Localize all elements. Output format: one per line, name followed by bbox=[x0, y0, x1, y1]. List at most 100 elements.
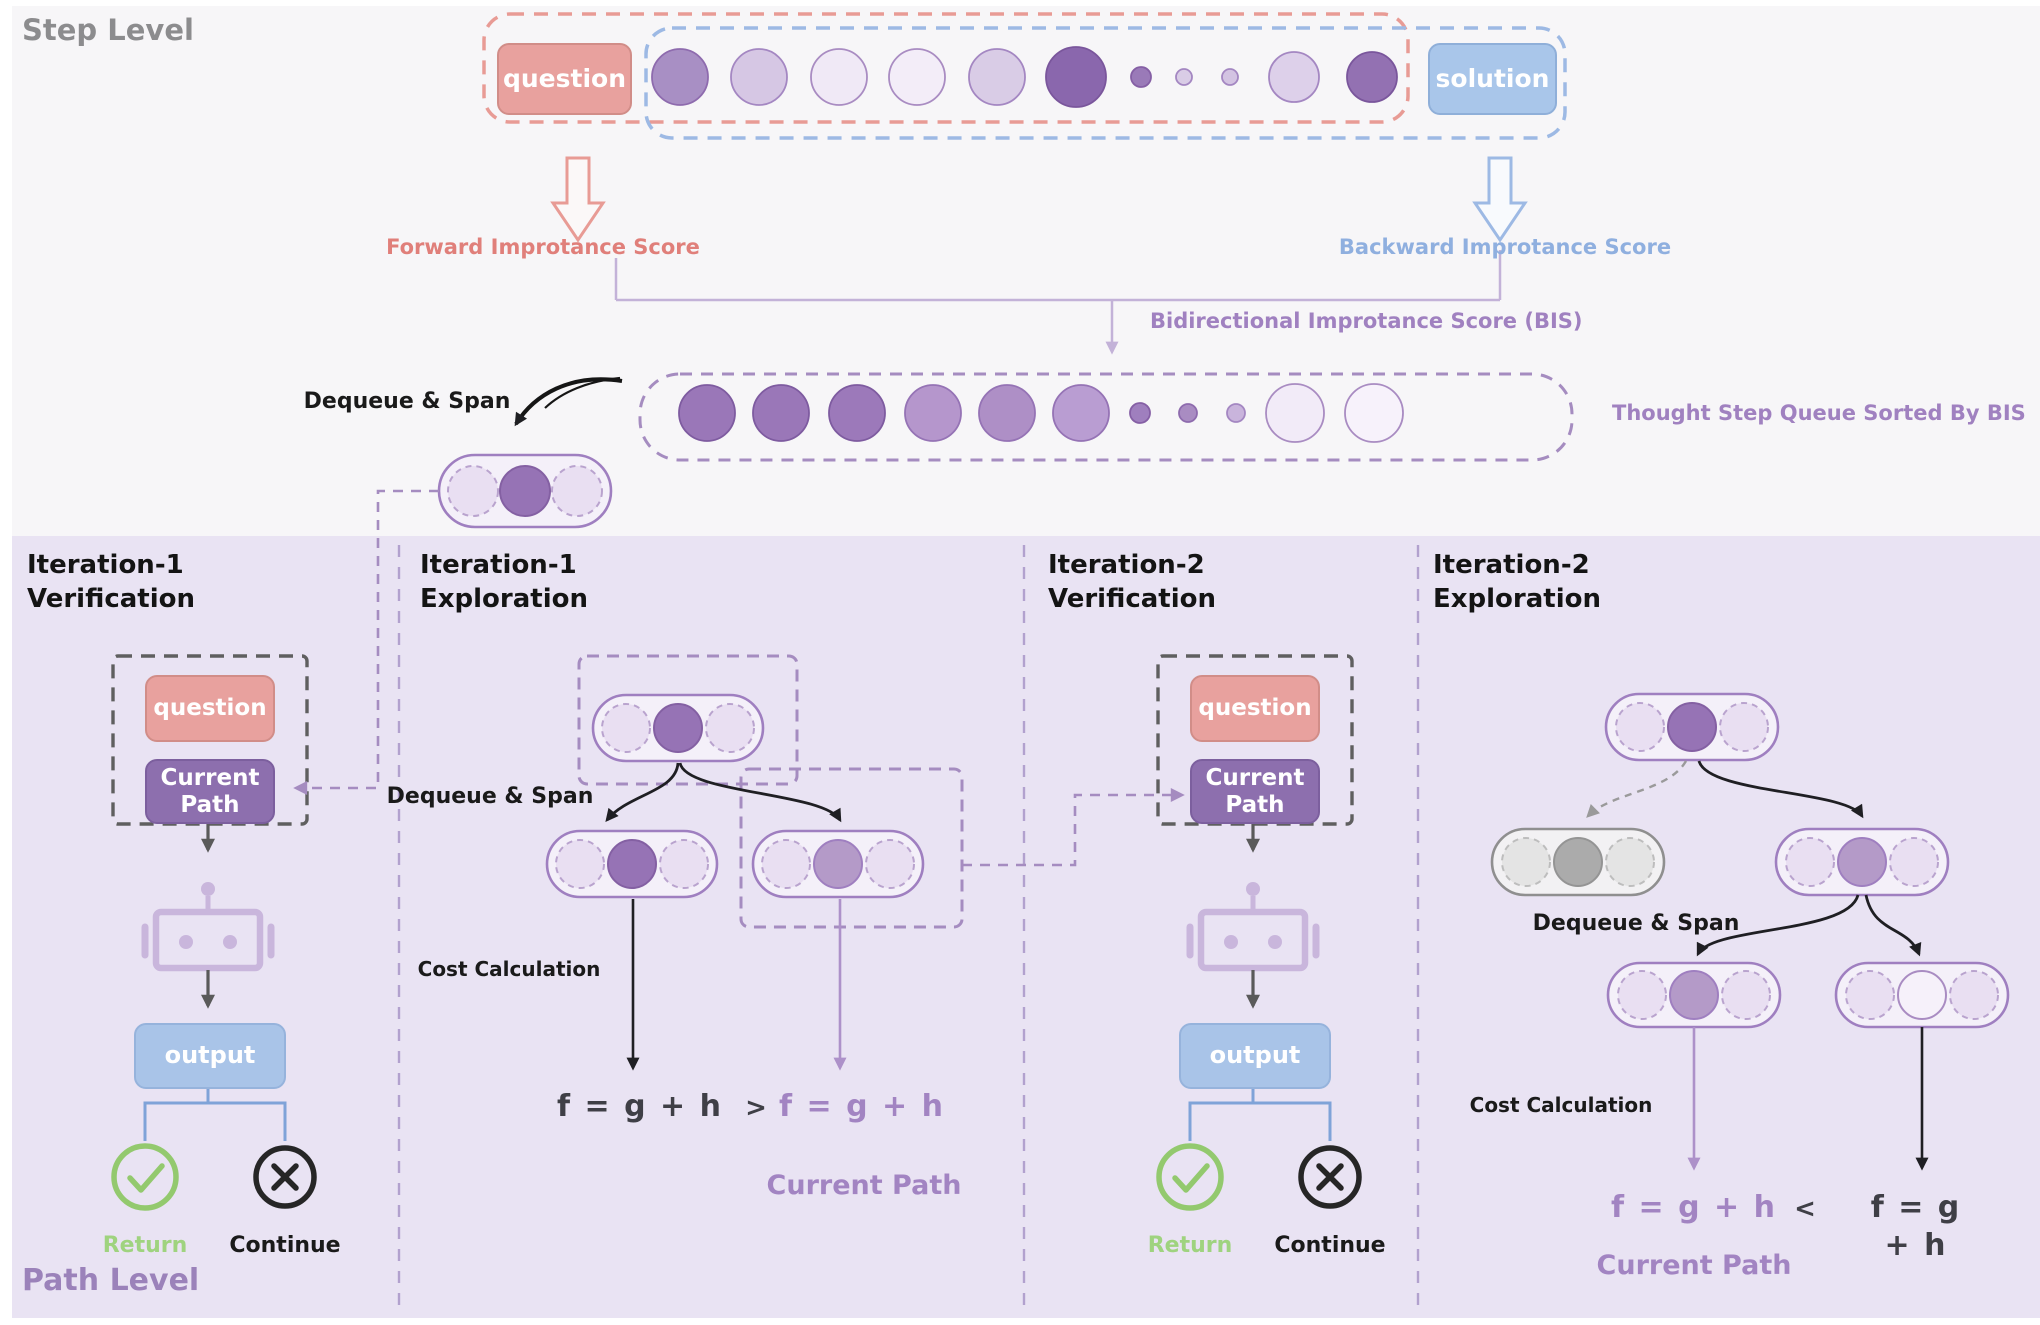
iter2-return-label: Return bbox=[1147, 1233, 1233, 1258]
queue-circle-3 bbox=[828, 384, 886, 442]
iter1-eq-right: f = g + h bbox=[779, 1089, 945, 1124]
iter2-continue-label: Continue bbox=[1274, 1233, 1386, 1258]
iter2-child-right-capsule-slot-2 bbox=[1837, 837, 1887, 887]
robot-icon bbox=[141, 882, 275, 972]
path-capsules bbox=[437, 453, 2010, 1029]
thought-step-circle-1 bbox=[651, 48, 709, 106]
queue-circle-4 bbox=[904, 384, 962, 442]
iter2-question-box: question bbox=[1190, 675, 1320, 742]
iter2-child-right-capsule-slot-3 bbox=[1889, 837, 1939, 887]
iter2-grand-right-capsule bbox=[1834, 961, 2010, 1029]
iter1-eq-left: f = g + h bbox=[557, 1089, 723, 1124]
iter2-child-right-capsule-slot-1 bbox=[1785, 837, 1835, 887]
iter1-verification-title: Iteration-1 Verification bbox=[27, 550, 196, 614]
iter2-span-grand-right-arrow bbox=[1864, 894, 1922, 957]
queue-circle-5 bbox=[978, 384, 1036, 442]
iter1-child-right-capsule bbox=[751, 829, 925, 899]
bis-label: Bidirectional Improtance Score (BIS) bbox=[1150, 309, 1583, 333]
iter1-current-path-label: Current Path bbox=[766, 1170, 962, 1201]
queue-circle-2 bbox=[752, 384, 810, 442]
iter2-current-path-label: Current Path bbox=[1596, 1250, 1792, 1281]
thought-step-circle-11 bbox=[1346, 51, 1398, 103]
foreground-arrows bbox=[111, 376, 1929, 1211]
dequeue-capsule bbox=[437, 453, 613, 529]
queue-circle-7 bbox=[1129, 402, 1151, 424]
thought-step-circle-3 bbox=[810, 48, 868, 106]
iter2-verification-title: Iteration-2 Verification bbox=[1048, 550, 1217, 614]
iter1-child-left-capsule-slot-1 bbox=[555, 839, 605, 889]
iter1-child-left-capsule-slot-3 bbox=[659, 839, 709, 889]
iter2-comparator: < bbox=[1794, 1194, 1816, 1224]
iter1-child-left-capsule-slot-2 bbox=[607, 839, 657, 889]
iter2-parent-capsule-slot-3 bbox=[1719, 702, 1769, 752]
iter2-pruned-dashed-arrow bbox=[1586, 760, 1688, 818]
iter2-pruned-capsule bbox=[1490, 827, 1666, 897]
iter1-comparator: > bbox=[745, 1093, 767, 1123]
queue-caption: Thought Step Queue Sorted By BIS bbox=[1612, 401, 2026, 425]
queue-circle-11 bbox=[1344, 383, 1404, 443]
thought-step-circle-9 bbox=[1221, 68, 1239, 86]
down-block-arrow-blue-icon bbox=[1472, 156, 1528, 243]
forward-score-label: Forward Improtance Score bbox=[386, 235, 700, 259]
verification-assembly bbox=[111, 824, 317, 1211]
iter1-parent-dashed-frame bbox=[577, 654, 799, 786]
iter1-child-right-capsule-slot-1 bbox=[761, 839, 811, 889]
dequeue-span-label-top: Dequeue & Span bbox=[303, 389, 511, 414]
iter1-span-left-arrow bbox=[605, 762, 680, 823]
iter1-child-right-capsule-slot-3 bbox=[865, 839, 915, 889]
iter2-exploration-title: Iteration-2 Exploration bbox=[1433, 550, 1601, 614]
thought-step-circle-4 bbox=[888, 48, 946, 106]
iter2-verification-dashed-frame bbox=[1156, 654, 1354, 826]
iter2-parent-capsule-slot-2 bbox=[1667, 702, 1717, 752]
iter1-continue-label: Continue bbox=[229, 1233, 341, 1258]
check-circle-icon bbox=[111, 1143, 179, 1211]
iter2-child-right-capsule bbox=[1774, 827, 1950, 897]
path-level-background bbox=[12, 536, 2040, 1318]
iter1-parent-capsule-slot-1 bbox=[601, 703, 651, 753]
dequeue-capsule-slot-3 bbox=[551, 465, 603, 517]
iter1-to-iter2-connector bbox=[962, 788, 1185, 867]
score-merge-rails bbox=[614, 250, 1502, 302]
iter1-child-left-capsule bbox=[545, 829, 719, 899]
iter1-span-right-arrow bbox=[678, 762, 842, 823]
verification-assembly-iter2 bbox=[1159, 824, 1359, 1208]
column-dividers bbox=[397, 545, 1420, 1314]
iter1-current-path-box: Current Path bbox=[145, 759, 275, 824]
sorted-queue-circles bbox=[678, 383, 1404, 443]
step-level-background bbox=[12, 6, 2040, 536]
iter1-cost-label: Cost Calculation bbox=[417, 957, 601, 981]
dequeue-capsule-slot-1 bbox=[447, 465, 499, 517]
iter2-output-box: output bbox=[1179, 1023, 1331, 1089]
queue-circle-1 bbox=[678, 384, 736, 442]
iter2-grand-left-capsule-slot-1 bbox=[1617, 970, 1667, 1020]
forward-dashed-frame bbox=[482, 12, 1410, 124]
iter1-return-label: Return bbox=[102, 1233, 188, 1258]
queue-dashed-frame bbox=[638, 372, 1574, 462]
dequeue-curly-arrow-icon bbox=[514, 377, 623, 427]
iter2-span-grand-left-arrow bbox=[1696, 894, 1860, 957]
thought-step-circle-6 bbox=[1045, 46, 1107, 108]
iter2-parent-capsule-slot-1 bbox=[1615, 702, 1665, 752]
iter1-parent-capsule-slot-2 bbox=[653, 703, 703, 753]
iter2-pruned-capsule-slot-3 bbox=[1605, 837, 1655, 887]
iter1-parent-capsule-slot-3 bbox=[705, 703, 755, 753]
dequeue-curly-arrow-stroke2 bbox=[544, 376, 621, 409]
output-branch-lines bbox=[143, 1085, 287, 1141]
iter1-question-box: question bbox=[145, 675, 275, 742]
iter1-child-right-capsule-slot-2 bbox=[813, 839, 863, 889]
down-block-arrow-red-icon bbox=[550, 156, 606, 243]
path-level-label: Path Level bbox=[22, 1263, 200, 1298]
thought-step-circle-5 bbox=[968, 48, 1026, 106]
background-shapes bbox=[111, 12, 1574, 1314]
backward-dashed-frame bbox=[644, 26, 1567, 140]
iter2-grand-right-capsule-slot-2 bbox=[1897, 970, 1947, 1020]
x-circle-icon bbox=[253, 1145, 317, 1209]
iter1-output-box: output bbox=[134, 1023, 286, 1089]
thought-step-circle-7 bbox=[1130, 66, 1152, 88]
thought-step-circle-8 bbox=[1175, 68, 1193, 86]
iter1-dequeue-span-label: Dequeue & Span bbox=[386, 784, 594, 809]
iter2-pruned-capsule-slot-2 bbox=[1553, 837, 1603, 887]
iter2-grand-left-capsule-slot-3 bbox=[1721, 970, 1771, 1020]
iter2-current-path-box: Current Path bbox=[1190, 759, 1320, 824]
